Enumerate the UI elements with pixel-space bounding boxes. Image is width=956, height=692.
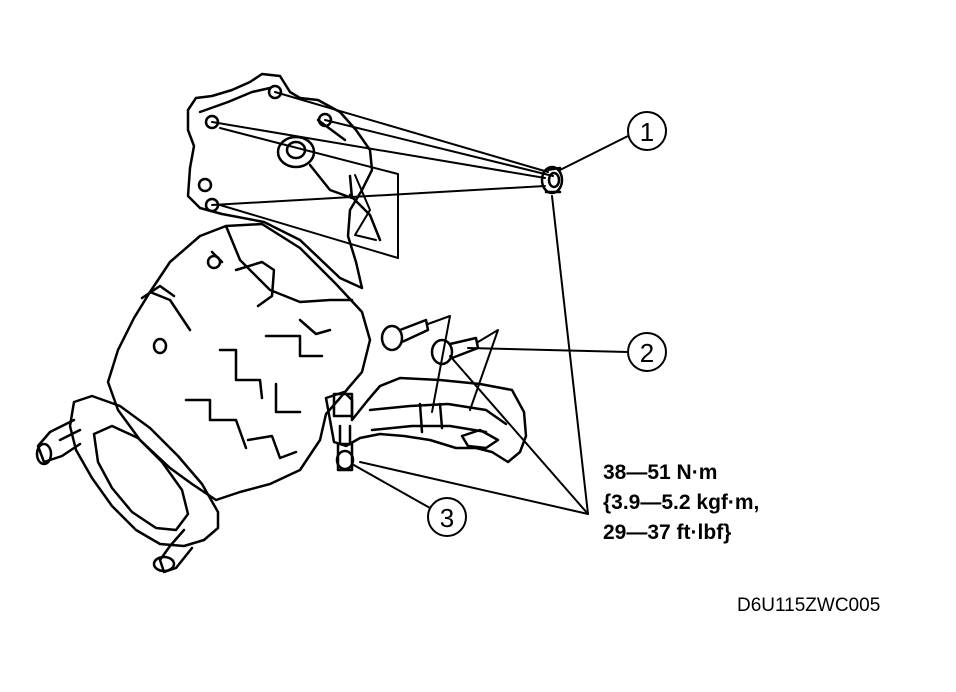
torque-specification: 38—51 N·m {3.9—5.2 kgf·m, 29—37 ft·lbf} (603, 458, 759, 548)
catalytic-converter-body (106, 222, 372, 502)
nut-leader-lines (211, 91, 554, 206)
figure-code: D6U115ZWC005 (737, 595, 881, 616)
hidden-stud-outline (219, 127, 399, 259)
callout-circle-1 (627, 111, 667, 151)
callout-circle-3 (427, 497, 467, 537)
support-bracket (324, 376, 528, 464)
torque-line-nm: 38—51 N·m (603, 461, 718, 484)
nut-1 (540, 165, 564, 195)
torque-line-ftlbf: 29—37 ft·lbf} (603, 521, 732, 544)
callout-circles (427, 111, 667, 537)
callout-label-1: 1 (640, 117, 654, 147)
outlet-flange (35, 394, 220, 574)
callout-label-3: 3 (440, 503, 454, 533)
bolt-2 (380, 318, 480, 366)
bolt-3 (335, 424, 355, 472)
callout-leader-lines (351, 135, 629, 515)
callout-circle-2 (627, 332, 667, 372)
callout-label-2: 2 (640, 338, 654, 368)
torque-line-kgfm: {3.9—5.2 kgf·m, (603, 491, 760, 514)
bolt-2-leader-lines (427, 315, 629, 413)
